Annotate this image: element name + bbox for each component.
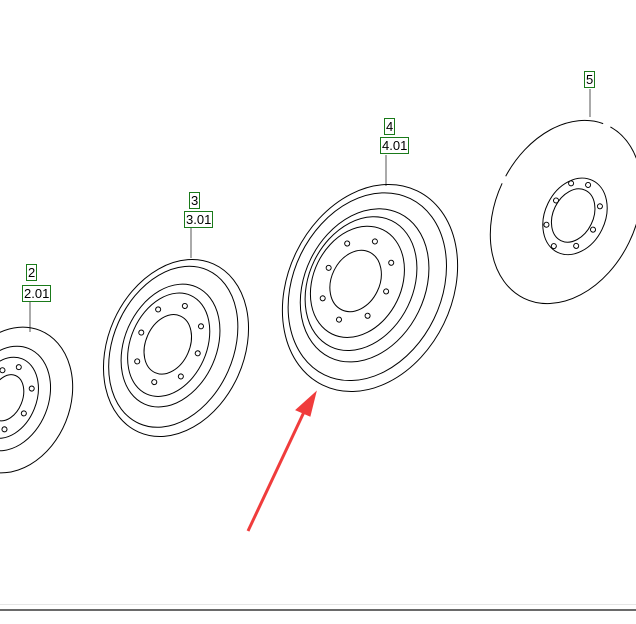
callout-4[interactable]: 4 [384,118,396,135]
callout-5[interactable]: 5 [584,71,596,88]
callout-2[interactable]: 2 [26,264,38,281]
divider-light [0,604,636,605]
callout-4-01[interactable]: 4.01 [380,137,410,154]
callout-2-01[interactable]: 2.01 [22,285,52,302]
brake-disc-3[interactable] [76,236,275,459]
red-arrow-annotation [246,390,317,532]
callout-3[interactable]: 3 [189,192,201,209]
brake-disc-5[interactable] [461,95,636,329]
brake-disc-2[interactable] [0,309,94,492]
divider-dark [0,609,636,611]
brake-disc-4[interactable] [249,155,491,421]
callout-3-01[interactable]: 3.01 [184,211,214,228]
leader-lines [29,89,591,332]
